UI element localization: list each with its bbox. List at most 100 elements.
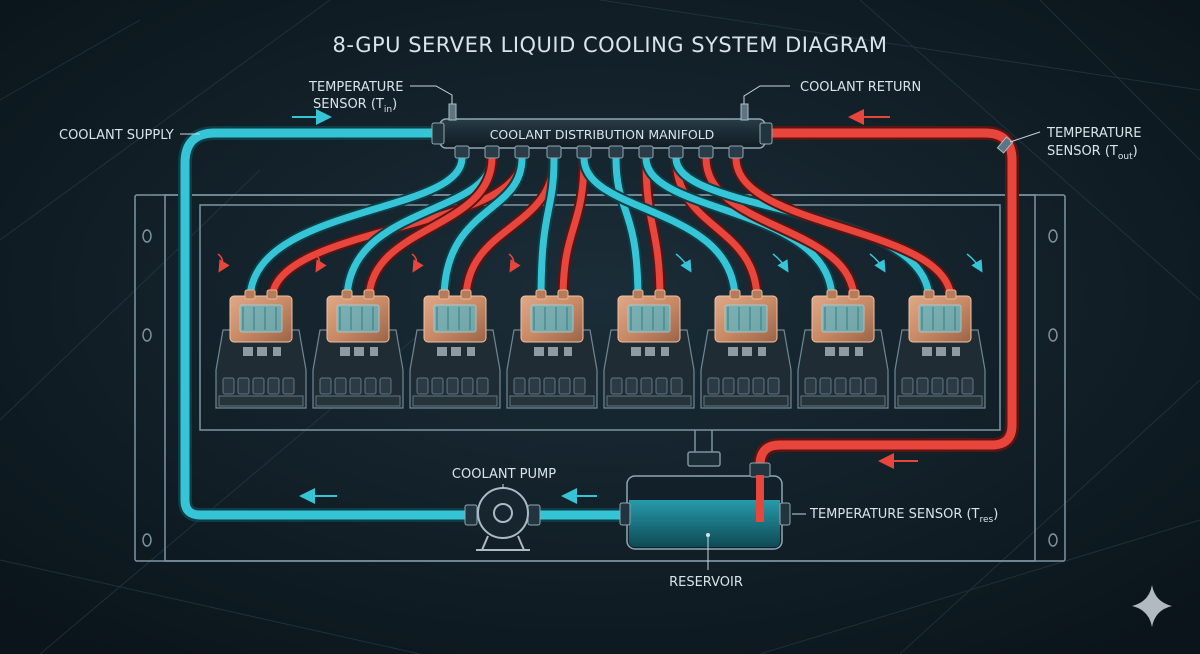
gpu-fin	[901, 377, 914, 395]
inlet-fitting	[923, 289, 935, 300]
outlet-fitting	[557, 289, 569, 300]
inlet-fitting	[244, 289, 256, 300]
gpu-fin	[834, 377, 847, 395]
gpu-fin	[946, 377, 959, 395]
gpu-chip	[645, 347, 655, 356]
gpu-bracket	[315, 395, 401, 407]
gpu-inlet-pipe	[580, 154, 739, 304]
manifold-port	[668, 145, 684, 159]
temp-sensor-out-close: )	[1133, 144, 1138, 159]
branch-flow-arrow	[772, 253, 789, 273]
gpu-fin	[222, 377, 235, 395]
gpu-chip	[548, 347, 558, 356]
inlet-fitting	[438, 289, 450, 300]
gpu-fin	[379, 377, 392, 395]
gpu-fin	[849, 377, 862, 395]
temp-sensor-out-label-2: SENSOR (Tout)	[1047, 144, 1138, 162]
inlet-fitting	[729, 289, 741, 300]
gpu-inlet-pipe	[612, 154, 642, 304]
manifold-port	[514, 145, 530, 159]
gpu-chip	[922, 347, 932, 356]
cold-plate-window	[627, 304, 671, 333]
outlet-fitting	[654, 289, 666, 300]
gpu-card	[797, 289, 889, 409]
manifold-port	[638, 145, 654, 159]
gpu-fin	[752, 377, 765, 395]
outlet-fitting	[945, 289, 957, 300]
gpu-chip	[354, 347, 364, 356]
gpu-fin	[543, 377, 556, 395]
gpu-outlet-pipe	[732, 154, 955, 304]
gpu-chip	[467, 347, 475, 356]
gpu-bracket	[412, 395, 498, 407]
gpu-card	[409, 289, 501, 409]
gpu-outlet-pipe	[672, 154, 761, 304]
reservoir-mount	[687, 430, 721, 467]
gpu-branch-pipes	[217, 152, 983, 306]
gpu-fin	[931, 377, 944, 395]
outlet-fitting	[266, 289, 278, 300]
gpu-fin	[707, 377, 720, 395]
gpu-chip	[370, 347, 378, 356]
gpu-outlet-pipe	[642, 154, 664, 304]
coolant-return-port	[740, 85, 790, 121]
gpu-chip	[661, 347, 669, 356]
coolant-supply-pipe	[178, 126, 631, 522]
coolant-return-pipe	[753, 126, 1019, 517]
gpu-fin	[513, 377, 526, 395]
temp-sensor-out-text: SENSOR (T	[1047, 144, 1118, 159]
gpu-fin	[819, 377, 832, 395]
gpu-bracket	[800, 395, 886, 407]
temp-sensor-res-subscript: res	[980, 515, 994, 525]
gpu-bracket	[509, 395, 595, 407]
outlet-fitting	[751, 289, 763, 300]
temp-sensor-in-label: TEMPERATURE	[308, 80, 404, 95]
gpu-chip	[758, 347, 766, 356]
gpu-fin	[446, 377, 459, 395]
gpu-chip	[564, 347, 572, 356]
gpu-fin	[737, 377, 750, 395]
cold-plate-window	[724, 304, 768, 333]
manifold-port	[608, 145, 624, 159]
gpu-inlet-pipe	[246, 154, 466, 304]
gpu-fin	[558, 377, 571, 395]
reservoir	[619, 462, 791, 570]
manifold-port	[546, 145, 562, 159]
manifold-port	[698, 145, 714, 159]
gpu-chip	[825, 347, 835, 356]
gpu-chip	[952, 347, 960, 356]
gpu-fin	[961, 377, 974, 395]
inlet-fitting	[341, 289, 353, 300]
gpu-fin	[476, 377, 489, 395]
coolant-pump-label: COOLANT PUMP	[452, 467, 556, 482]
branch-flow-arrow	[314, 253, 327, 273]
gpu-fin	[528, 377, 541, 395]
gpu-fin	[655, 377, 668, 395]
gpu-chip	[451, 347, 461, 356]
gpu-fin	[640, 377, 653, 395]
temp-sensor-out-label: TEMPERATURE	[1046, 126, 1142, 141]
gpu-fin	[349, 377, 362, 395]
coolant-pump	[464, 487, 541, 551]
gpu-card	[506, 289, 598, 409]
gpu-fin	[364, 377, 377, 395]
temp-sensor-in-subscript: in	[384, 105, 392, 115]
gpu-chip	[839, 347, 849, 356]
server-rack-frame	[134, 194, 1066, 562]
gpu-inlet-pipe	[537, 154, 558, 304]
gpu-fin	[431, 377, 444, 395]
cold-plate-window	[821, 304, 865, 333]
coolant-supply-label: COOLANT SUPPLY	[59, 128, 174, 143]
branch-flow-arrow	[869, 253, 886, 273]
manifold-port	[728, 145, 744, 159]
outlet-fitting	[363, 289, 375, 300]
temp-sensor-out-subscript: out	[1118, 152, 1133, 162]
temp-sensor-res-text: TEMPERATURE SENSOR (T	[809, 507, 980, 522]
branch-flow-arrow	[217, 253, 230, 273]
gpu-card	[312, 289, 404, 409]
gpu-outlet-pipe	[559, 154, 588, 304]
gpu-chip	[340, 347, 350, 356]
gpu-fin	[416, 377, 429, 395]
gpu-chip	[728, 347, 738, 356]
